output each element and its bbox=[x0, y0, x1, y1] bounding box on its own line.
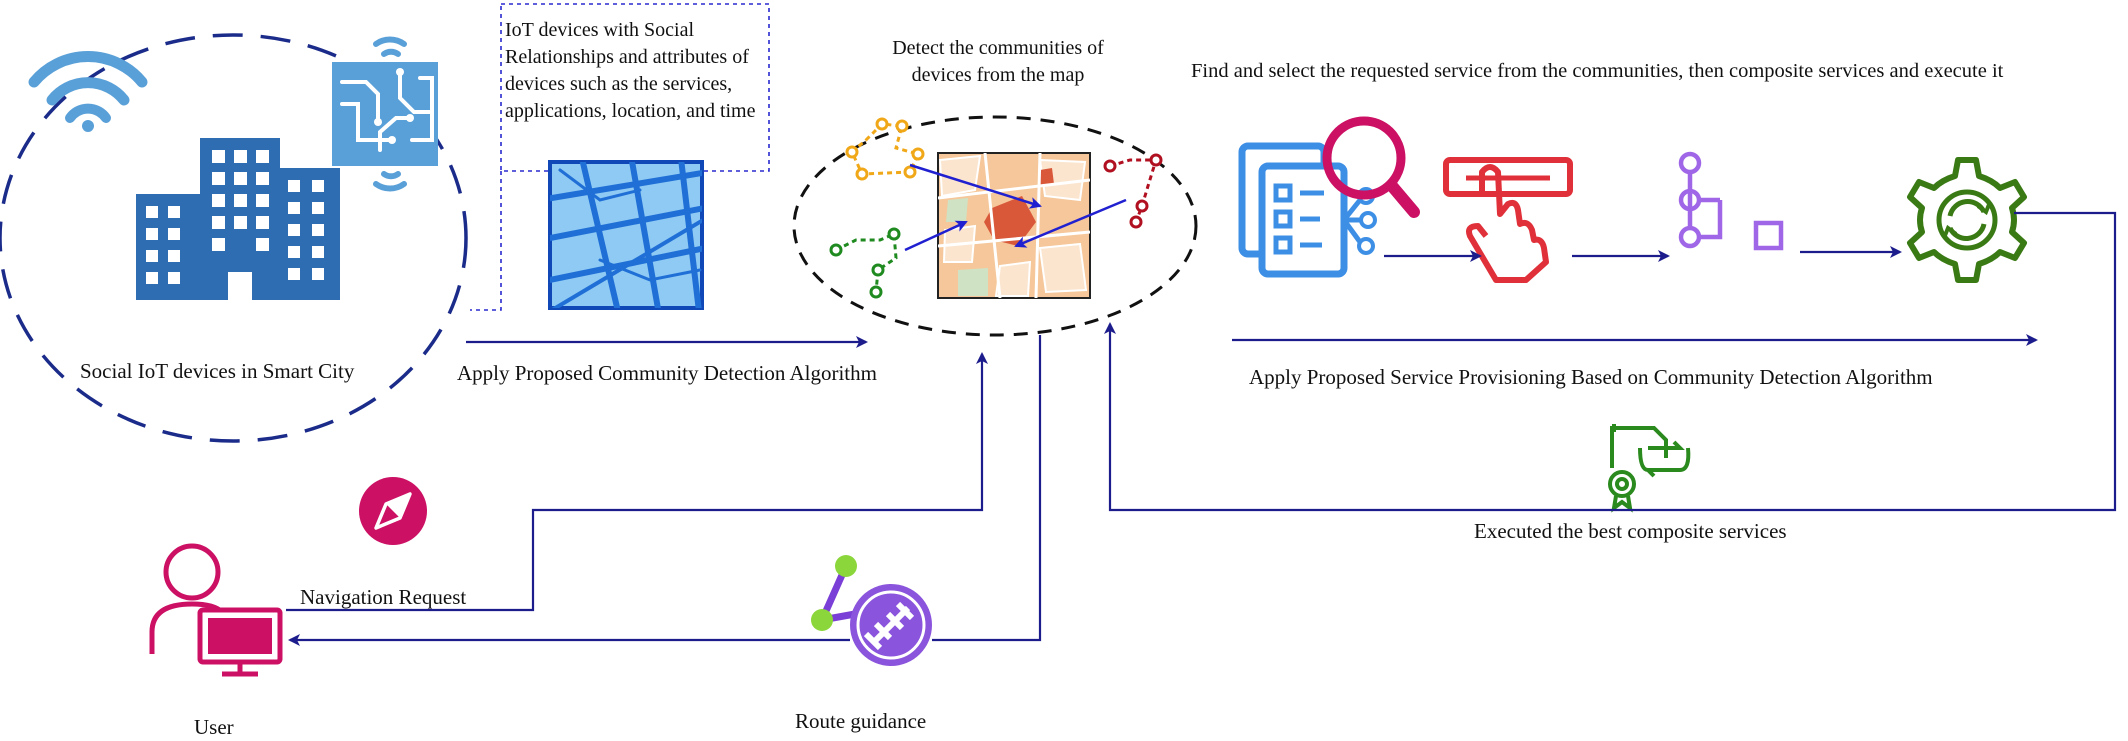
building-icon bbox=[136, 138, 340, 300]
iot-chip-icon bbox=[332, 36, 438, 192]
arrow-route-guidance bbox=[932, 335, 1042, 642]
user-label: User bbox=[194, 715, 234, 739]
executed-label: Executed the best composite services bbox=[1474, 519, 1787, 543]
user-icon bbox=[149, 543, 283, 677]
route-label: Route guidance bbox=[795, 709, 927, 733]
navigation-label: Navigation Request bbox=[300, 585, 467, 609]
smart-city-label: Social IoT devices in Smart City bbox=[80, 359, 355, 383]
community-green bbox=[829, 227, 901, 299]
smart-city-ellipse bbox=[0, 33, 468, 443]
arrow-executed-back bbox=[1104, 211, 2117, 512]
service-search-icon bbox=[1238, 116, 1420, 278]
execute-gear-icon bbox=[1907, 157, 2027, 283]
wifi-icon bbox=[28, 51, 148, 132]
route-icon bbox=[811, 555, 932, 666]
detect-label-text: Detect the communities of devices from t… bbox=[892, 37, 1104, 86]
apply-cd-label: Apply Proposed Community Detection Algor… bbox=[457, 361, 877, 385]
find-select-label: Find and select the requested service fr… bbox=[1191, 60, 2004, 82]
community-yellow bbox=[845, 117, 925, 181]
community-arrows bbox=[904, 163, 1127, 252]
arrow-navigation-request bbox=[286, 352, 988, 612]
flow-arrows bbox=[286, 211, 2117, 646]
street-map-icon bbox=[548, 160, 704, 310]
apply-sp-label: Apply Proposed Service Provisioning Base… bbox=[1249, 365, 1933, 389]
certificate-icon bbox=[1608, 424, 1691, 513]
select-hand-icon bbox=[1443, 157, 1573, 283]
iot-info-text: IoT devices with Social Relationships an… bbox=[505, 19, 756, 122]
detect-label: Detect the communities of devices from t… bbox=[868, 35, 1128, 89]
compass-icon bbox=[359, 477, 427, 545]
community-ellipse bbox=[792, 115, 1198, 337]
composition-icon bbox=[1678, 151, 1784, 251]
iot-info-connector bbox=[470, 171, 502, 311]
community-red bbox=[1103, 153, 1163, 229]
